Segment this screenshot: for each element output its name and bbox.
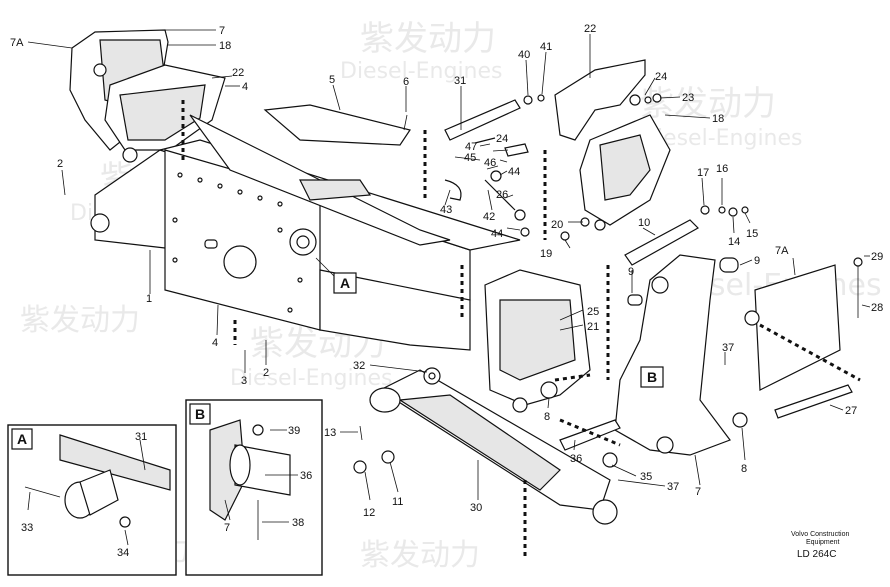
main-frame xyxy=(90,114,521,351)
callout: 17 xyxy=(697,167,709,179)
callout: 5 xyxy=(329,74,335,86)
svg-text:紫发动力: 紫发动力 xyxy=(20,303,140,338)
bushing-8 xyxy=(540,381,558,399)
callout: 36 xyxy=(300,470,312,482)
callout: 46 xyxy=(484,157,496,169)
callout: 8 xyxy=(741,463,747,475)
callout: 43 xyxy=(440,204,452,216)
callout: 28 xyxy=(871,302,883,314)
callout: 7A xyxy=(775,245,789,257)
callout: 33 xyxy=(21,522,33,534)
callout: 2 xyxy=(263,367,269,379)
svg-text:紫发动力: 紫发动力 xyxy=(360,538,480,573)
callout: 24 xyxy=(496,133,508,145)
svg-text:Diesel-Engines: Diesel-Engines xyxy=(230,366,393,391)
pin-31 xyxy=(444,99,521,141)
callout: 12 xyxy=(363,507,375,519)
link-arm xyxy=(614,254,731,456)
callout: 1 xyxy=(146,293,152,305)
svg-text:Diesel-Engines: Diesel-Engines xyxy=(340,59,503,84)
callout: 20 xyxy=(551,219,563,231)
callout: 27 xyxy=(845,405,857,417)
callout: 40 xyxy=(518,49,530,61)
svg-text:B: B xyxy=(195,406,205,422)
callout-numbers: 7A 7 18 22 4 5 6 31 40 41 22 24 23 18 47… xyxy=(10,23,883,559)
callout: 7A xyxy=(10,37,24,49)
callout: 16 xyxy=(716,163,728,175)
callout: 3 xyxy=(241,375,247,387)
callout: 32 xyxy=(353,360,365,372)
callout: 11 xyxy=(392,496,403,508)
pin-10 xyxy=(624,219,699,266)
middle-plate-slot xyxy=(499,299,576,381)
callout: 47 xyxy=(465,141,477,153)
callout: 22 xyxy=(584,23,596,35)
small-hardware xyxy=(444,137,530,237)
callout: 31 xyxy=(454,75,466,87)
callout: 45 xyxy=(464,152,476,164)
callout: 18 xyxy=(712,113,724,125)
callout: 9 xyxy=(754,255,760,267)
callout: 13 xyxy=(324,427,336,439)
assembly-lines xyxy=(181,100,861,560)
cover-plate xyxy=(263,104,411,146)
callout: 14 xyxy=(728,236,740,248)
svg-text:A: A xyxy=(17,431,27,447)
callout: 21 xyxy=(587,321,599,333)
svg-text:Equipment: Equipment xyxy=(806,539,840,546)
callout: 44 xyxy=(508,166,520,178)
callout: 22 xyxy=(232,67,244,79)
callout: 7 xyxy=(224,522,230,534)
callout: 39 xyxy=(288,425,300,437)
callout: 4 xyxy=(212,337,218,349)
callout: 10 xyxy=(638,217,650,229)
pin-hardware xyxy=(700,205,749,217)
svg-text:紫发动力: 紫发动力 xyxy=(640,84,776,124)
svg-text:A: A xyxy=(340,275,350,291)
callout: 38 xyxy=(292,517,304,529)
svg-text:紫发动力: 紫发动力 xyxy=(360,19,496,59)
svg-text:Volvo Construction: Volvo Construction xyxy=(791,531,849,538)
callout: 30 xyxy=(470,502,482,514)
footer-block: Volvo Construction Equipment LD 264C xyxy=(791,531,849,560)
inset-a: A xyxy=(7,424,177,576)
bolt-6 xyxy=(403,114,408,131)
callout: 41 xyxy=(540,41,552,53)
callout: 19 xyxy=(540,248,552,260)
callout: 23 xyxy=(682,92,694,104)
callout: 37 xyxy=(722,342,734,354)
callout: 9 xyxy=(628,266,634,278)
callout: 7 xyxy=(695,486,701,498)
washers-top xyxy=(523,93,662,241)
svg-text:B: B xyxy=(647,369,657,385)
callout: 7 xyxy=(219,25,225,37)
callout: 6 xyxy=(403,76,409,88)
guard-plates xyxy=(554,59,671,231)
callout: 29 xyxy=(871,251,883,263)
inset-b: B xyxy=(185,399,323,576)
callout: 8 xyxy=(544,411,550,423)
callout: 24 xyxy=(655,71,667,83)
pin-27 xyxy=(774,384,853,419)
hydraulic-cylinder xyxy=(353,367,618,525)
callout: 34 xyxy=(117,547,129,559)
callout: 35 xyxy=(640,471,652,483)
callout: 25 xyxy=(587,306,599,318)
callout: 2 xyxy=(57,158,63,170)
callout: 15 xyxy=(746,228,758,240)
callout: 44 xyxy=(491,228,503,240)
drawing-code: LD 264C xyxy=(797,549,836,560)
callout: 26 xyxy=(496,189,508,201)
callout: 37 xyxy=(667,481,679,493)
callout: 42 xyxy=(483,211,495,223)
callout: 18 xyxy=(219,40,231,52)
section-markers: A B xyxy=(315,257,664,388)
callout: 36 xyxy=(570,453,582,465)
callout: 31 xyxy=(135,431,147,443)
callout: 4 xyxy=(242,81,248,93)
leader-lines xyxy=(27,29,871,546)
